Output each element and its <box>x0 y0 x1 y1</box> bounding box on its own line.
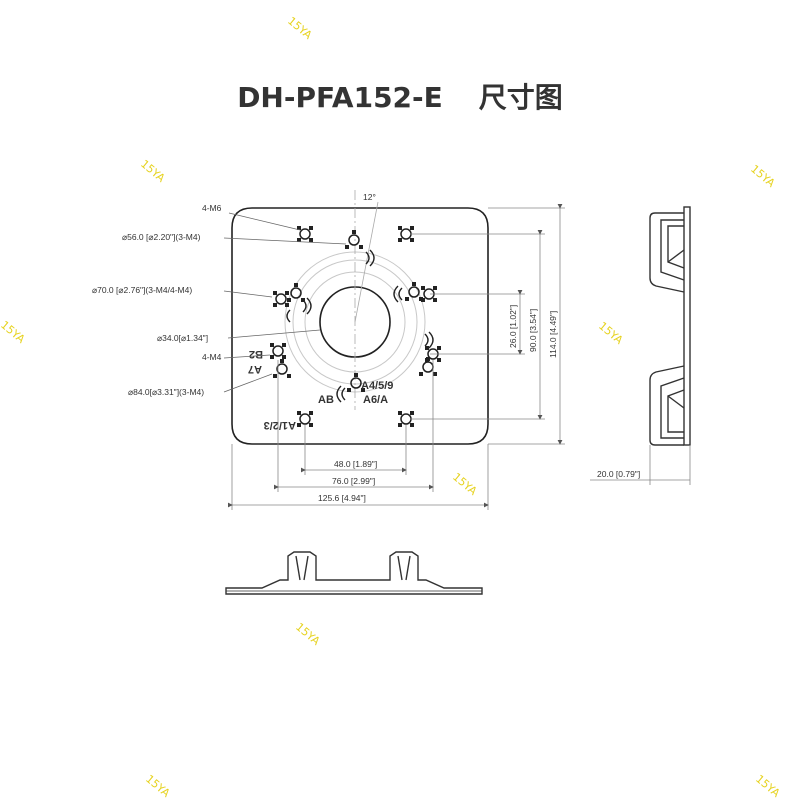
label-angle: 12° <box>363 192 376 202</box>
watermark: 15YA <box>143 772 173 800</box>
top-view: B2 A7 A4/5/9 AB A6/A A1/2/3 4-M6 ⌀56.0 [… <box>92 190 565 510</box>
watermark: 15YA <box>0 318 28 346</box>
drawing-subtitle: 尺寸图 <box>478 81 563 114</box>
mark-a6a: A6/A <box>363 394 388 406</box>
label-d84: ⌀84.0[⌀3.31"](3-M4) <box>128 387 204 397</box>
label-d56: ⌀56.0 [⌀2.20"](3-M4) <box>122 232 201 242</box>
dim-114: 114.0 [4.49"] <box>548 311 558 358</box>
page-title: DH-PFA152-E 尺寸图 <box>0 76 800 116</box>
watermark: 15YA <box>293 620 323 648</box>
dim-76: 76.0 [2.99"] <box>332 476 375 486</box>
slot-marks <box>286 249 434 403</box>
label-m4: 4-M4 <box>202 352 222 362</box>
label-d34: ⌀34.0[⌀1.34"] <box>157 333 208 343</box>
watermark: 15YA <box>285 14 315 42</box>
label-m6: 4-M6 <box>202 203 222 213</box>
mark-a123: A1/2/3 <box>264 419 296 431</box>
dim-90: 90.0 [3.54"] <box>528 309 538 352</box>
dim-26: 26.0 [1.02"] <box>508 305 518 348</box>
plate-outline <box>231 207 489 445</box>
watermark: 15YA <box>753 772 783 800</box>
dim-20: 20.0 [0.79"] <box>597 469 640 479</box>
watermark: 15YA <box>138 157 168 185</box>
front-view <box>225 551 483 595</box>
watermark: 15YA <box>748 162 778 190</box>
watermark: 15YA <box>596 319 626 347</box>
dim-48: 48.0 [1.89"] <box>334 459 377 469</box>
mark-b2: B2 <box>249 348 263 360</box>
dim-125: 125.6 [4.94"] <box>318 493 366 503</box>
mark-a459: A4/5/9 <box>361 380 393 392</box>
mark-a7: A7 <box>248 363 262 375</box>
model-name: DH-PFA152-E <box>237 81 443 114</box>
mark-ab: AB <box>318 394 334 406</box>
side-view: 20.0 [0.79"] <box>590 206 691 485</box>
watermark: 15YA <box>450 470 480 498</box>
label-d70: ⌀70.0 [⌀2.76"](3-M4/4-M4) <box>92 285 192 295</box>
